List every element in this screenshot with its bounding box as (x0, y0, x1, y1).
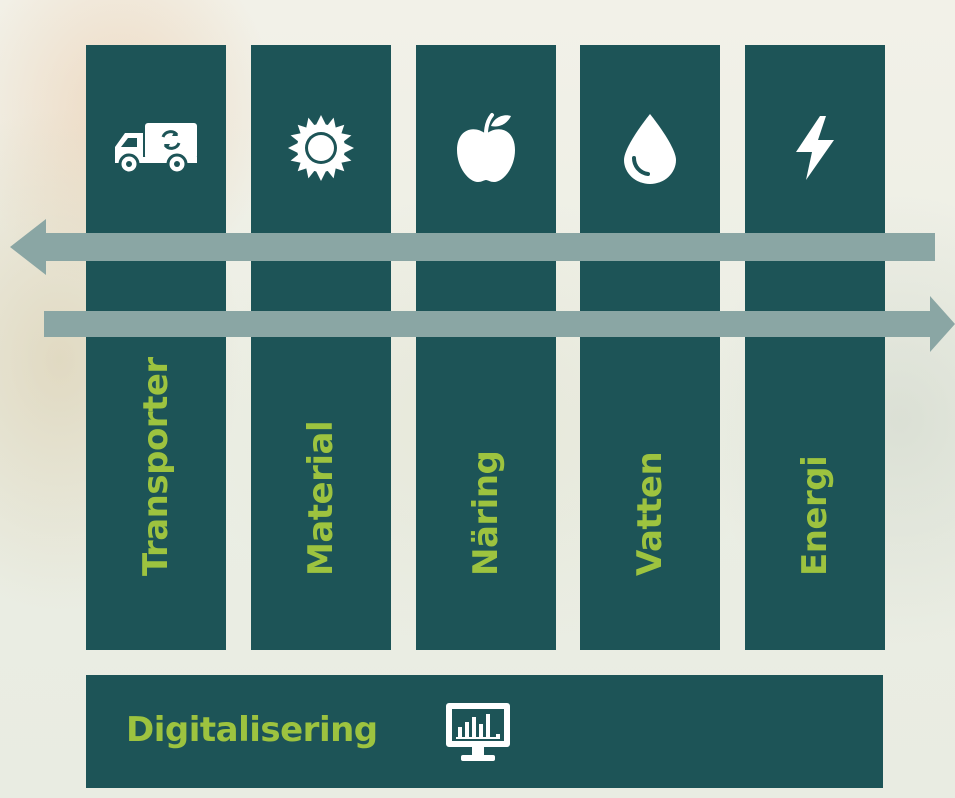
digitalisering-bar: Digitalisering (86, 675, 883, 788)
right-arrow (44, 296, 955, 352)
lightning-bolt-icon (765, 113, 865, 183)
pillar-energi: Energi (745, 45, 885, 650)
pillar-vatten: Vatten (580, 45, 720, 650)
pillar-transporter: Transporter (86, 45, 226, 650)
water-drop-icon (600, 113, 700, 184)
truck-icon (106, 113, 206, 183)
left-arrow (10, 219, 935, 275)
monitor-chart-icon (443, 700, 513, 766)
gear-sun-icon (271, 113, 371, 183)
pillar-naring: Näring (416, 45, 556, 650)
digitalisering-label: Digitalisering (126, 710, 378, 750)
apple-icon (436, 113, 536, 183)
pillar-material: Material (251, 45, 391, 650)
